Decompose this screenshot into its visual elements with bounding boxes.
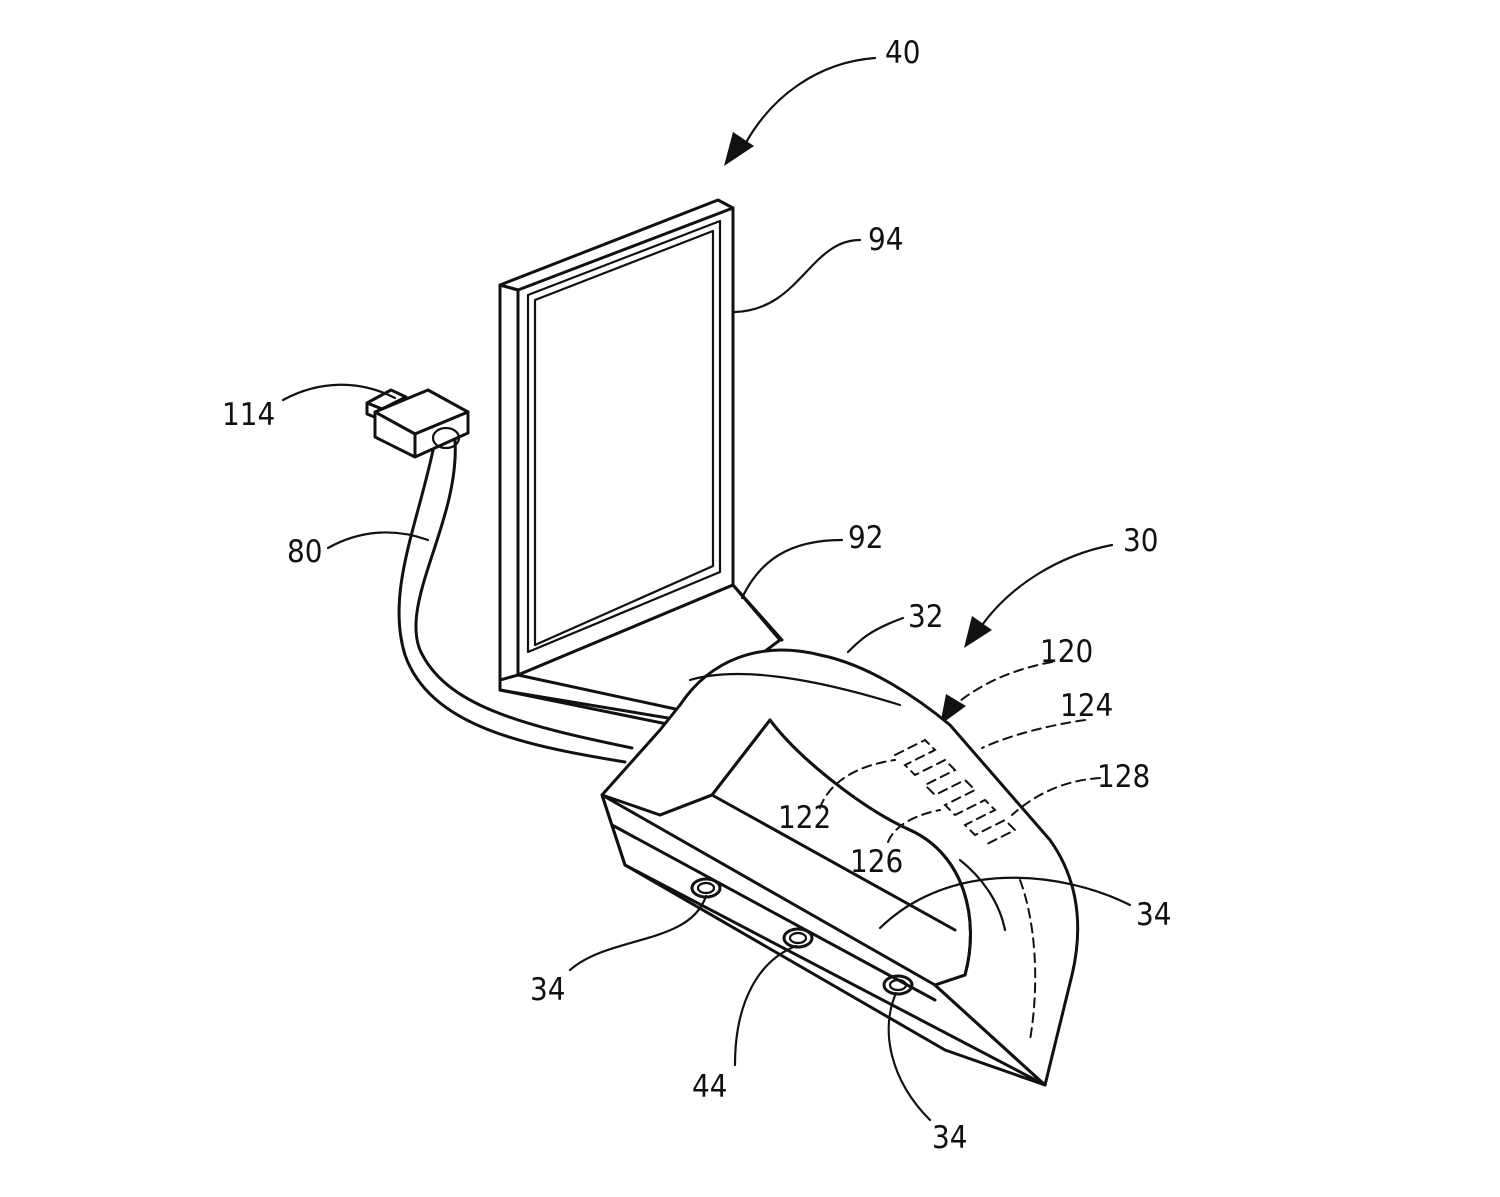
label-80: 80 <box>287 534 322 570</box>
label-128: 128 <box>1097 759 1150 795</box>
arrow-30 <box>964 545 1112 648</box>
housing-body <box>602 650 1078 1085</box>
label-122: 122 <box>778 800 831 836</box>
label-34-left: 34 <box>530 972 565 1008</box>
label-124: 124 <box>1060 688 1113 724</box>
label-30: 30 <box>1123 523 1158 559</box>
arrow-40 <box>724 58 875 166</box>
connector-plug <box>367 390 468 457</box>
label-114: 114 <box>222 397 275 433</box>
label-92: 92 <box>848 520 883 556</box>
label-32: 32 <box>908 599 943 635</box>
label-44: 44 <box>692 1069 727 1105</box>
label-40: 40 <box>885 35 920 71</box>
label-126: 126 <box>850 844 903 880</box>
label-34-bottom: 34 <box>932 1120 967 1156</box>
label-34-right: 34 <box>1136 897 1171 933</box>
label-94: 94 <box>868 222 903 258</box>
arrow-120 <box>940 662 1052 725</box>
label-120: 120 <box>1040 634 1093 670</box>
